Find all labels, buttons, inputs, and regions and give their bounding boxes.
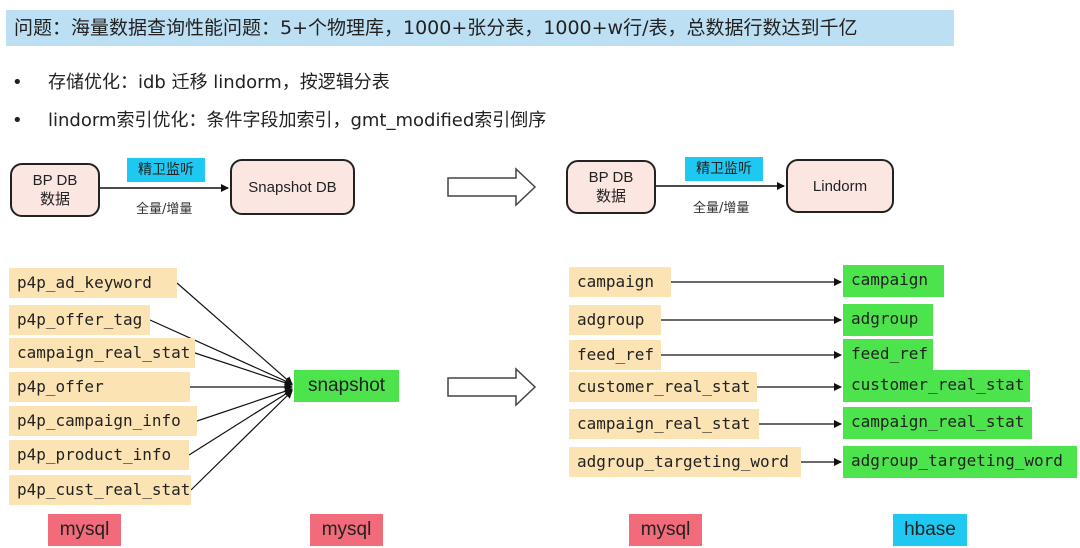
bullet-dot: • xyxy=(12,72,23,93)
target-adgroup: adgroup xyxy=(843,304,933,336)
target-adgroup-targeting-word: adgroup_targeting_word xyxy=(843,446,1077,478)
db-label: BP DB xyxy=(588,169,634,186)
table-p4p-campaign-info: p4p_campaign_info xyxy=(9,406,197,436)
db-label: Lindorm xyxy=(812,177,868,195)
target-customer-real-stat: customer_real_stat xyxy=(843,370,1030,402)
bullet-text: 存储优化：idb 迁移 lindorm，按逻辑分表 xyxy=(48,72,390,93)
edge-p4p-cust-real-stat xyxy=(190,390,293,491)
edge-label-left: 全量/增量 xyxy=(136,202,193,217)
title-banner: 问题：海量数据查询性能问题：5+个物理库，1000+张分表，1000+w行/表，… xyxy=(6,10,954,46)
edge-label-right: 全量/增量 xyxy=(693,201,750,216)
edge-p4p-campaign-info xyxy=(196,387,293,422)
table-p4p-offer-tag: p4p_offer_tag xyxy=(9,305,150,335)
edge-campaign-real-stat xyxy=(194,352,293,387)
source-feed-ref: feed_ref xyxy=(569,340,661,370)
snapshot-target: snapshot xyxy=(294,370,399,402)
source-customer-real-stat: customer_real_stat xyxy=(569,372,757,402)
table-p4p-offer: p4p_offer xyxy=(9,372,190,402)
snapshot-db-box: Snapshot DB xyxy=(230,159,355,215)
label-hbase-right-target: hbase xyxy=(893,514,967,546)
listener-tag-left: 精卫监听 xyxy=(127,158,205,182)
listener-tag-right: 精卫监听 xyxy=(685,157,763,181)
db-label: Snapshot DB xyxy=(248,178,337,196)
label-mysql-left-source: mysql xyxy=(48,514,121,546)
label-mysql-left-target: mysql xyxy=(310,514,383,546)
table-campaign-real-stat: campaign_real_stat xyxy=(9,338,195,368)
label-mysql-right-source: mysql xyxy=(629,514,702,546)
table-p4p-cust-real-stat: p4p_cust_real_stat xyxy=(9,475,191,505)
target-feed-ref: feed_ref xyxy=(843,339,933,371)
edge-p4p-offer-tag xyxy=(149,319,293,385)
target-campaign-real-stat: campaign_real_stat xyxy=(843,407,1032,439)
lindorm-box: Lindorm xyxy=(786,159,894,213)
source-adgroup: adgroup xyxy=(569,305,661,335)
source-adgroup-targeting-word: adgroup_targeting_word xyxy=(569,447,801,477)
table-p4p-product-info: p4p_product_info xyxy=(9,440,189,470)
db-sublabel: 数据 xyxy=(39,191,70,208)
bp-db-source-right: BP DB 数据 xyxy=(566,160,656,214)
bullet-storage: • 存储优化：idb 迁移 lindorm，按逻辑分表 xyxy=(12,68,390,94)
db-sublabel: 数据 xyxy=(595,188,626,205)
bullet-dot: • xyxy=(12,110,23,131)
edge-p4p-ad-keyword xyxy=(176,282,293,385)
source-campaign: campaign xyxy=(569,267,671,297)
bullet-text: lindorm索引优化：条件字段加索引，gmt_modified索引倒序 xyxy=(48,110,547,131)
target-campaign: campaign xyxy=(843,265,944,297)
transition-arrow-bottom xyxy=(447,367,537,407)
bullet-index: • lindorm索引优化：条件字段加索引，gmt_modified索引倒序 xyxy=(12,106,546,132)
bp-db-source-left: BP DB 数据 xyxy=(10,163,100,217)
source-campaign-real-stat: campaign_real_stat xyxy=(569,409,759,439)
edge-p4p-product-info xyxy=(188,389,293,456)
db-label: BP DB xyxy=(32,172,78,189)
transition-arrow-top xyxy=(447,167,537,207)
table-p4p-ad-keyword: p4p_ad_keyword xyxy=(9,268,177,298)
